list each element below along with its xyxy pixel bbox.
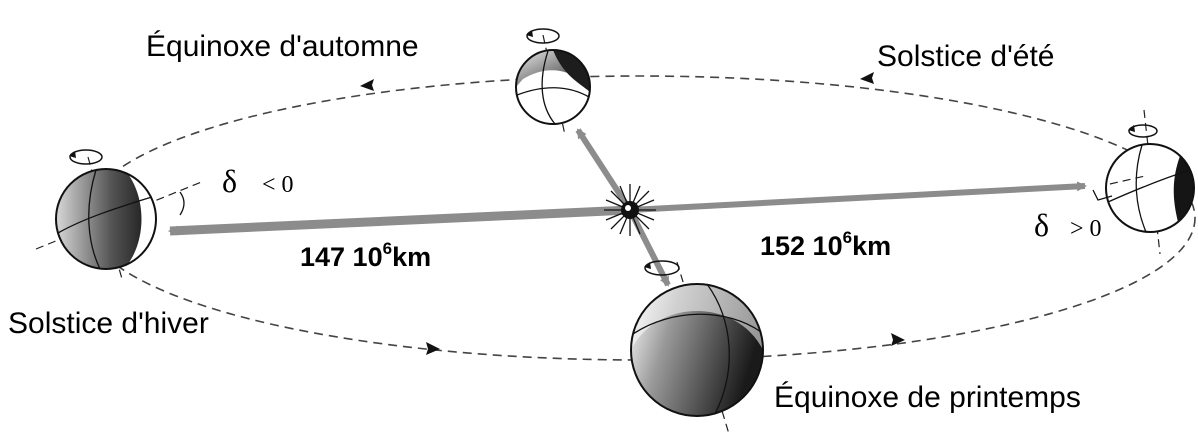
- label-aphelion-distance: 152 106km: [760, 228, 891, 261]
- delta-symbol-winter: δ: [222, 163, 237, 199]
- label-summer-solstice: Solstice d'été: [877, 40, 1055, 73]
- declination-summer: δ > 0: [1034, 189, 1113, 243]
- orbit-arrow-top-right: [860, 72, 874, 84]
- delta-relation-summer: > 0: [1070, 216, 1102, 242]
- rotation-arrow-icon-spring: [644, 260, 680, 276]
- orbit-arrow-bottom-right: [891, 333, 905, 346]
- rotation-arrow-icon-autumn: [526, 28, 560, 44]
- orbit-arrow-top-left: [360, 79, 374, 91]
- rotation-arrow-icon-winter: [69, 149, 103, 165]
- aphelion-arrow: [629, 181, 1087, 213]
- earth-icon-summer: [1105, 109, 1195, 255]
- label-winter-solstice: Solstice d'hiver: [8, 307, 209, 340]
- delta-symbol-summer: δ: [1034, 207, 1049, 243]
- orbit-arrow-bottom-left: [426, 342, 440, 355]
- orbit-direction-arrows: [360, 72, 905, 355]
- delta-relation-winter: < 0: [262, 172, 294, 198]
- perihelion-arrow: [168, 205, 631, 236]
- rotation-arrow-icon-summer: [1128, 124, 1158, 138]
- autumn-arrow: [575, 128, 633, 212]
- spring-arrow: [627, 208, 671, 287]
- label-spring-equinox: Équinoxe de printemps: [774, 381, 1081, 414]
- label-autumn-equinox: Équinoxe d'automne: [146, 30, 419, 63]
- earth-icon-autumn: [515, 34, 591, 136]
- earth-icon-winter: [35, 156, 205, 280]
- earth-icon-spring: [630, 261, 764, 435]
- declination-winter: δ < 0: [179, 163, 294, 216]
- label-perihelion-distance: 147 106km: [300, 239, 431, 272]
- sun-icon: [604, 184, 656, 236]
